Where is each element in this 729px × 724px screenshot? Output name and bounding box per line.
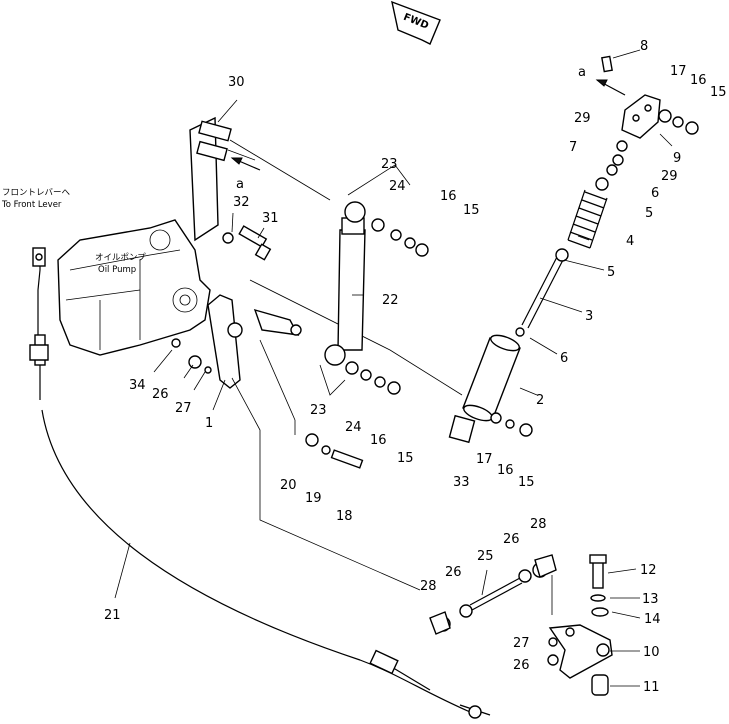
part-label-28a: 28: [420, 579, 437, 594]
cylinder-22: [319, 164, 411, 396]
part-label-2: 2: [536, 393, 544, 408]
part-label-6a: 6: [651, 186, 659, 201]
part-label-23a: 23: [381, 157, 398, 172]
oil-pump-label-jp: オイルポンプ: [95, 253, 146, 263]
part-label-25: 25: [477, 549, 494, 564]
tube-fasteners: [490, 412, 533, 437]
part-label-14: 14: [644, 612, 661, 627]
oil-pump: オイルポンプ Oil Pump: [57, 219, 211, 356]
marker-a-right: a: [578, 65, 586, 80]
part-label-15c: 15: [710, 85, 727, 100]
part-label-22: 22: [382, 293, 399, 308]
part-label-7: 7: [569, 140, 577, 155]
part-label-24b: 24: [345, 420, 362, 435]
bracket-30: [189, 116, 331, 242]
part-label-30: 30: [228, 75, 245, 90]
fastener-set-lever: [171, 338, 364, 469]
part-label-26b: 26: [445, 565, 462, 580]
part-label-26a: 26: [152, 387, 169, 402]
part-label-16d: 16: [497, 463, 514, 478]
arrow-a-left: a: [230, 157, 261, 192]
part-label-12: 12: [640, 563, 657, 578]
part-label-8: 8: [640, 39, 648, 54]
front-lever-label-jp: フロントレバーへ: [2, 188, 71, 198]
arrow-a-right: a: [578, 65, 626, 96]
part-label-26d: 26: [513, 658, 530, 673]
spring-4: [567, 189, 608, 249]
part-label-4: 4: [626, 234, 634, 249]
part-label-6b: 6: [560, 351, 568, 366]
part-label-31: 31: [262, 211, 279, 226]
part-label-28b: 28: [530, 517, 547, 532]
part-label-20: 20: [280, 478, 297, 493]
part-label-27a: 27: [175, 401, 192, 416]
fastener-set-upper: [371, 218, 429, 257]
part-label-15a: 15: [463, 203, 480, 218]
block-9: [601, 55, 699, 139]
part-label-17a: 17: [670, 64, 687, 79]
part-label-29a: 29: [574, 111, 591, 126]
part-label-34: 34: [129, 378, 146, 393]
fastener-set-lower: [345, 361, 401, 395]
fwd-arrow: FWD: [391, 0, 441, 45]
part-label-17b: 17: [476, 452, 493, 467]
part-label-29b: 29: [661, 169, 678, 184]
oil-pump-label-en: Oil Pump: [98, 265, 136, 275]
part-label-9: 9: [673, 151, 681, 166]
part-label-13: 13: [642, 592, 659, 607]
part-label-27b: 27: [513, 636, 530, 651]
front-lever-label-en: To Front Lever: [1, 200, 62, 210]
part-label-16a: 16: [440, 189, 457, 204]
part-label-5b: 5: [607, 265, 615, 280]
rod-3: [515, 248, 569, 337]
linkage-rod-25: [429, 554, 557, 635]
marker-a-left: a: [236, 177, 244, 192]
part-label-33: 33: [453, 475, 470, 490]
part-label-16c: 16: [690, 73, 707, 88]
part-label-1: 1: [205, 416, 213, 431]
control-cable: [29, 247, 491, 719]
part-label-18: 18: [336, 509, 353, 524]
part-labels: 30 23 24 16 15 32 31 22 34 26 27 1 23 24…: [104, 39, 727, 695]
part-label-15b: 15: [397, 451, 414, 466]
part-label-24a: 24: [389, 179, 406, 194]
leader-lines: [114, 49, 673, 687]
part-label-3: 3: [585, 309, 593, 324]
part-label-19: 19: [305, 491, 322, 506]
lever-10: [547, 554, 613, 696]
part-label-15d: 15: [518, 475, 535, 490]
lever-1: [207, 279, 463, 591]
part-label-16b: 16: [370, 433, 387, 448]
part-label-21: 21: [104, 608, 121, 623]
part-label-10: 10: [643, 645, 660, 660]
part-label-23b: 23: [310, 403, 327, 418]
bolt-31: [222, 225, 272, 261]
tube-2: [448, 334, 521, 444]
top-small-parts: [595, 140, 628, 191]
part-label-5a: 5: [645, 206, 653, 221]
part-label-11: 11: [643, 680, 660, 695]
part-label-32: 32: [233, 195, 250, 210]
part-label-26c: 26: [503, 532, 520, 547]
